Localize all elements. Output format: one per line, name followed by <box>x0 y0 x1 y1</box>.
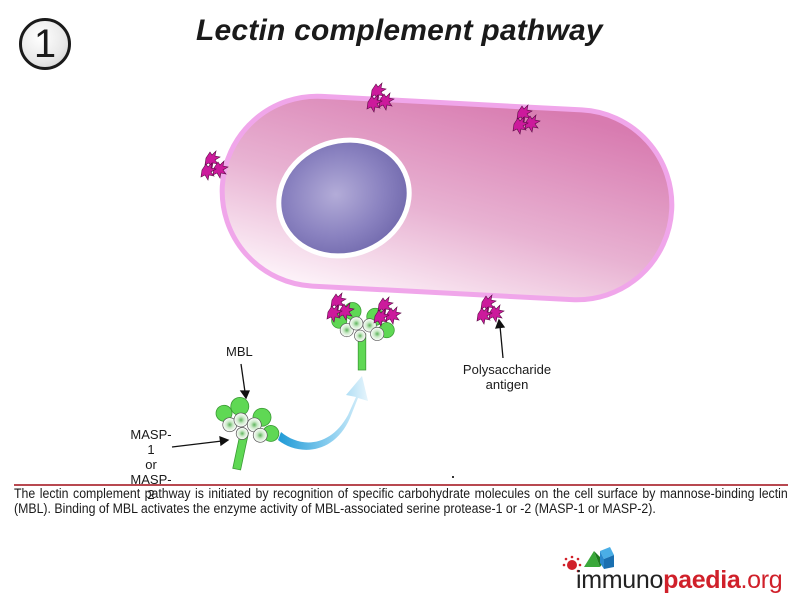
mbl-free <box>204 392 286 477</box>
caption-divider <box>14 484 788 486</box>
stray-dot <box>452 476 454 478</box>
page-title: Lectin complement pathway <box>196 14 603 47</box>
mbl-pointer <box>240 363 246 393</box>
cell-nucleus <box>276 137 412 259</box>
caption-text: The lectin complement pathway is initiat… <box>14 486 788 516</box>
logo-text-immuno: immuno <box>576 566 664 594</box>
masp-pointer <box>171 440 223 448</box>
antigen-label: Polysaccharide antigen <box>460 362 554 392</box>
masp-label-line2: or <box>145 457 157 472</box>
antigen-label-line1: Polysaccharide <box>462 362 552 377</box>
logo-shapes-icon <box>562 547 614 573</box>
step-number: 1 <box>33 22 57 66</box>
polysaccharide-antigen <box>476 294 505 325</box>
antigen-label-line2: antigen <box>485 377 529 392</box>
polysaccharide-antigen <box>373 296 402 327</box>
masp-label: MASP-1 or MASP-2 <box>128 427 174 502</box>
logo-text-org: .org <box>740 566 783 594</box>
step-number-badge: 1 <box>19 18 71 70</box>
masp-label-line1: MASP-1 <box>130 427 172 457</box>
logo-text-paedia: paedia <box>663 566 741 594</box>
masp-label-line3: MASP-2 <box>130 472 172 502</box>
immunopaedia-logo[interactable]: immunopaedia.org <box>562 545 792 595</box>
mbl-label: MBL <box>226 344 253 359</box>
logo-text: immunopaedia.org <box>576 566 783 595</box>
binding-arrow <box>278 376 368 450</box>
antigen-pointer <box>499 325 504 359</box>
